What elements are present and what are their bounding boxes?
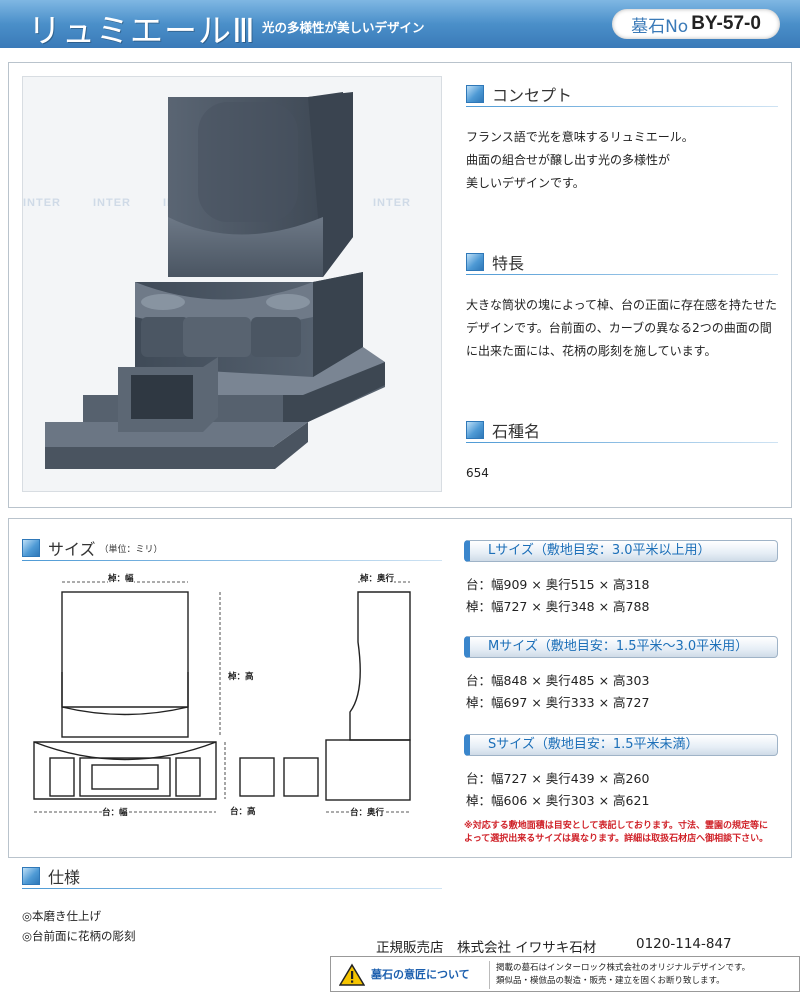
divider: [22, 560, 442, 561]
stone-type-heading-text: 石種名: [492, 422, 541, 441]
size-l-base: 台：幅909 × 奥行515 × 高318: [466, 577, 650, 592]
square-bullet-icon: [22, 539, 40, 557]
spec-heading: 仕様: [22, 864, 80, 888]
spec-item: ◎台前面に花柄の彫刻: [22, 929, 136, 943]
concept-heading-text: コンセプト: [492, 86, 573, 105]
square-bullet-icon: [466, 421, 484, 439]
stone-type-value: 654: [466, 466, 489, 480]
size-m-base: 台：幅848 × 奥行485 × 高303: [466, 673, 650, 688]
concept-line: フランス語で光を意味するリュミエール。: [466, 130, 694, 144]
features-line: に出来た面には、花柄の彫刻を施しています。: [466, 344, 717, 358]
size-panel: [8, 518, 792, 858]
watermark-text: INTER: [23, 197, 61, 209]
base-depth-label: 台：奥行: [350, 806, 385, 818]
concept-line: 曲面の組合せが醸し出す光の多様性が: [466, 153, 671, 167]
square-bullet-icon: [466, 85, 484, 103]
concept-heading: コンセプト: [466, 82, 572, 106]
warning-icon: [339, 963, 365, 986]
size-l-title: Lサイズ（敷地目安：3.0平米以上用）: [464, 540, 778, 562]
size-s-title: Sサイズ（敷地目安：1.5平米未満）: [464, 734, 778, 756]
size-unit: （単位：ミリ）: [99, 544, 163, 555]
design-notice-box: 墓石の意匠について 掲載の墓石はインターロック株式会社のオリジナルデザインです。…: [330, 956, 800, 992]
concept-line: 美しいデザインです。: [466, 176, 585, 190]
size-diagram: 棹：幅 棹：奥行 棹：高 台：高 台：幅 台：奥行: [20, 562, 440, 852]
features-line: デザインです。台前面の、カーブの異なる2つの曲面の間: [466, 321, 772, 335]
features-heading: 特長: [466, 250, 524, 274]
size-note-line: ※対応する敷地面積は目安として表記しております。寸法、霊園の規定等に: [464, 821, 769, 831]
rod-depth-label: 棹：奥行: [360, 572, 395, 584]
store-name: 正規販売店 株式会社 イワサキ石材: [376, 940, 597, 956]
watermark-text: INTER: [373, 197, 411, 209]
design-notice-line: 掲載の墓石はインターロック株式会社のオリジナルデザインです。: [496, 963, 751, 973]
size-s-rod: 棹：幅606 × 奥行303 × 高621: [466, 793, 650, 808]
spec-item: ◎本磨き仕上げ: [22, 909, 102, 923]
rod-height-label: 棹：高: [228, 670, 254, 682]
product-code-badge: 墓石No BY-57-0: [612, 9, 780, 39]
design-notice-text: 掲載の墓石はインターロック株式会社のオリジナルデザインです。 類似品・模倣品の製…: [496, 962, 750, 988]
dimension-drawing: [33, 581, 411, 813]
spec-heading-text: 仕様: [48, 868, 81, 887]
size-m-rod: 棹：幅697 × 奥行333 × 高727: [466, 695, 650, 710]
gravestone-illustration: [45, 92, 385, 469]
design-notice-line: 類似品・模倣品の製造・販売・建立を固くお断り致します。: [496, 976, 725, 986]
features-line: 大きな筒状の塊によって棹、台の正面に存在感を持たせた: [466, 298, 778, 312]
product-subtitle: 光の多様性が美しいデザイン: [262, 20, 425, 35]
divider: [489, 961, 490, 989]
size-note: ※対応する敷地面積は目安として表記しております。寸法、霊園の規定等に よって選択…: [464, 820, 784, 846]
features-heading-text: 特長: [492, 254, 525, 273]
size-heading-text: サイズ: [48, 540, 96, 559]
product-title: リュミエールⅢ: [28, 11, 256, 50]
size-s-base: 台：幅727 × 奥行439 × 高260: [466, 771, 650, 786]
divider: [22, 888, 442, 889]
divider: [466, 442, 778, 443]
divider: [466, 106, 778, 107]
code-label: 墓石No: [631, 16, 689, 37]
stone-type-heading: 石種名: [466, 418, 540, 442]
size-heading: サイズ （単位：ミリ）: [22, 536, 163, 560]
size-l-rod: 棹：幅727 × 奥行348 × 高788: [466, 599, 650, 614]
rod-width-label: 棹：幅: [108, 572, 134, 584]
watermark-text: INTER: [93, 197, 131, 209]
gravestone-photo: INTER INTER INTER INTER INTER INTER: [22, 76, 442, 492]
features-text: 大きな筒状の塊によって棹、台の正面に存在感を持たせた デザインです。台前面の、カ…: [466, 294, 777, 363]
square-bullet-icon: [466, 253, 484, 271]
page-header: リュミエールⅢ 光の多様性が美しいデザイン 墓石No BY-57-0: [0, 0, 800, 50]
design-notice-label: 墓石の意匠について: [371, 968, 470, 981]
store-phone: 0120-114-847: [636, 936, 732, 952]
divider: [466, 274, 778, 275]
base-height-label: 台：高: [230, 805, 256, 817]
size-m-title: Mサイズ（敷地目安：1.5平米〜3.0平米用）: [464, 636, 778, 658]
code-value: BY-57-0: [691, 13, 761, 34]
square-bullet-icon: [22, 867, 40, 885]
concept-text: フランス語で光を意味するリュミエール。 曲面の組合せが醸し出す光の多様性が 美し…: [466, 126, 694, 195]
base-width-label: 台：幅: [102, 806, 128, 818]
size-note-line: よって選択出来るサイズは異なります。詳細は取扱石材店へ御相談下さい。: [464, 834, 769, 844]
